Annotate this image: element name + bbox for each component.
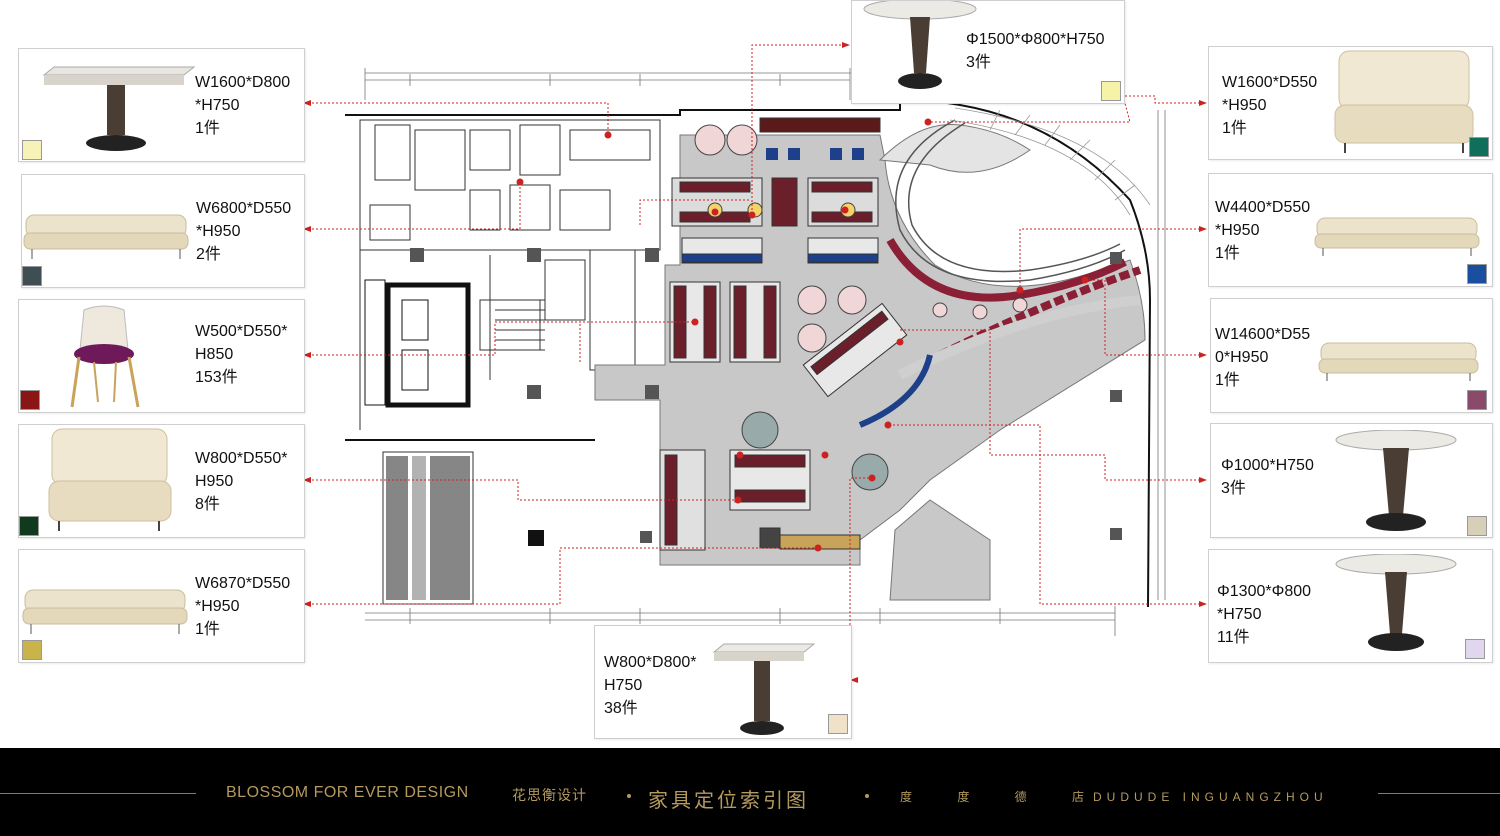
- stairwell: [364, 279, 471, 408]
- booth-sofa-icon: [1334, 50, 1474, 153]
- color-swatch: [20, 390, 40, 410]
- square-table-icon: [712, 643, 816, 735]
- store-cn-name: 度 度 德 店: [900, 790, 1085, 804]
- color-swatch: [1467, 516, 1487, 536]
- card-booth-w1600: W1600*D550 *H950 1件: [1208, 46, 1493, 160]
- store-en-name: DUDUDE INGUANGZHOU: [1093, 790, 1328, 804]
- long-sofa-icon: [23, 214, 189, 259]
- color-swatch: [1465, 639, 1485, 659]
- spec-text: W800*D550* H950 8件: [195, 450, 288, 513]
- spec-text: W6800*D550 *H950 2件: [196, 200, 292, 263]
- card-table-d1300: Φ1300*Φ800 *H750 11件: [1208, 549, 1493, 663]
- card-table-w800: W800*D800* H750 38件: [594, 625, 852, 739]
- spec-text: W4400*D550 *H950 1件: [1215, 199, 1311, 262]
- footer-dot: [865, 794, 869, 798]
- round-table-icon: [1335, 430, 1457, 531]
- round-tables: [694, 124, 1028, 491]
- square-table-icon: [42, 66, 196, 151]
- color-swatch: [22, 140, 42, 160]
- footer-dot: [627, 794, 631, 798]
- columns: [410, 248, 1122, 546]
- chair-row: [766, 148, 864, 160]
- long-sofa-icon: [1318, 342, 1479, 381]
- color-swatch: [828, 714, 848, 734]
- exterior-stair: [949, 107, 1151, 216]
- card-sofa-w4400: W4400*D550 *H950 1件: [1208, 173, 1493, 287]
- card-chair-w500: W500*D550* H850 153件: [18, 299, 305, 413]
- booth-sofa-icon: [48, 428, 172, 531]
- spec-text: W14600*D55 0*H950 1件: [1215, 326, 1311, 389]
- spec-text: W1600*D800 *H750 1件: [195, 74, 291, 137]
- long-sofa-icon: [22, 589, 188, 634]
- spec-text: Φ1000*H750 3件: [1221, 457, 1314, 497]
- card-booth-w800: W800*D550* H950 8件: [18, 424, 305, 538]
- card-sofa-w6870: W6870*D550 *H950 1件: [18, 549, 305, 663]
- footer-bar: BLOSSOM FOR EVER DESIGN 花思衡设计 家具定位索引图 度 …: [0, 748, 1500, 836]
- chair-icon: [70, 305, 140, 408]
- footer-rule-right: [1378, 793, 1500, 794]
- feature-wall: [895, 119, 1126, 283]
- color-swatch: [19, 516, 39, 536]
- card-table-w1600: W1600*D800 *H750 1件: [18, 48, 305, 162]
- leader-lines: [308, 44, 1200, 681]
- color-swatch: [22, 266, 42, 286]
- brand-cn: 花思衡设计: [512, 787, 587, 803]
- card-sofa-w6800: W6800*D550 *H950 2件: [21, 174, 305, 288]
- color-swatch: [1101, 81, 1121, 101]
- spec-text: Φ1500*Φ800*H750 3件: [966, 31, 1105, 71]
- schedule-table: [382, 451, 474, 605]
- spec-text: W800*D800* H750 38件: [604, 654, 697, 717]
- round-table-icon: [863, 1, 977, 89]
- footer-rule-left: [0, 793, 196, 794]
- leader-arrowheads: [303, 42, 1207, 683]
- building-outline: [345, 99, 1152, 608]
- color-swatch: [1467, 390, 1487, 410]
- page-title: 家具定位索引图: [648, 790, 809, 812]
- brand-en: BLOSSOM FOR EVER DESIGN: [226, 784, 469, 801]
- spec-text: Φ1300*Φ800 *H750 11件: [1217, 583, 1312, 646]
- curved-booths: [858, 238, 1142, 428]
- card-table-d1500: Φ1500*Φ800*H750 3件: [851, 0, 1125, 104]
- floor-plan-drawing: [303, 42, 1207, 683]
- color-swatch: [22, 640, 42, 660]
- color-swatch: [1469, 137, 1489, 157]
- spec-text: W500*D550* H850 153件: [195, 323, 288, 386]
- leader-dots: [516, 118, 1089, 552]
- stair-treads: [495, 299, 545, 351]
- round-table-icon: [1335, 554, 1457, 651]
- card-table-d1000: Φ1000*H750 3件: [1210, 423, 1493, 538]
- card-sofa-w14600: W14600*D55 0*H950 1件: [1210, 298, 1493, 413]
- long-sofa-icon: [1314, 217, 1480, 256]
- spec-text: W6870*D550 *H950 1件: [195, 575, 291, 638]
- color-swatch: [1467, 264, 1487, 284]
- spec-text: W1600*D550 *H950 1件: [1222, 74, 1318, 137]
